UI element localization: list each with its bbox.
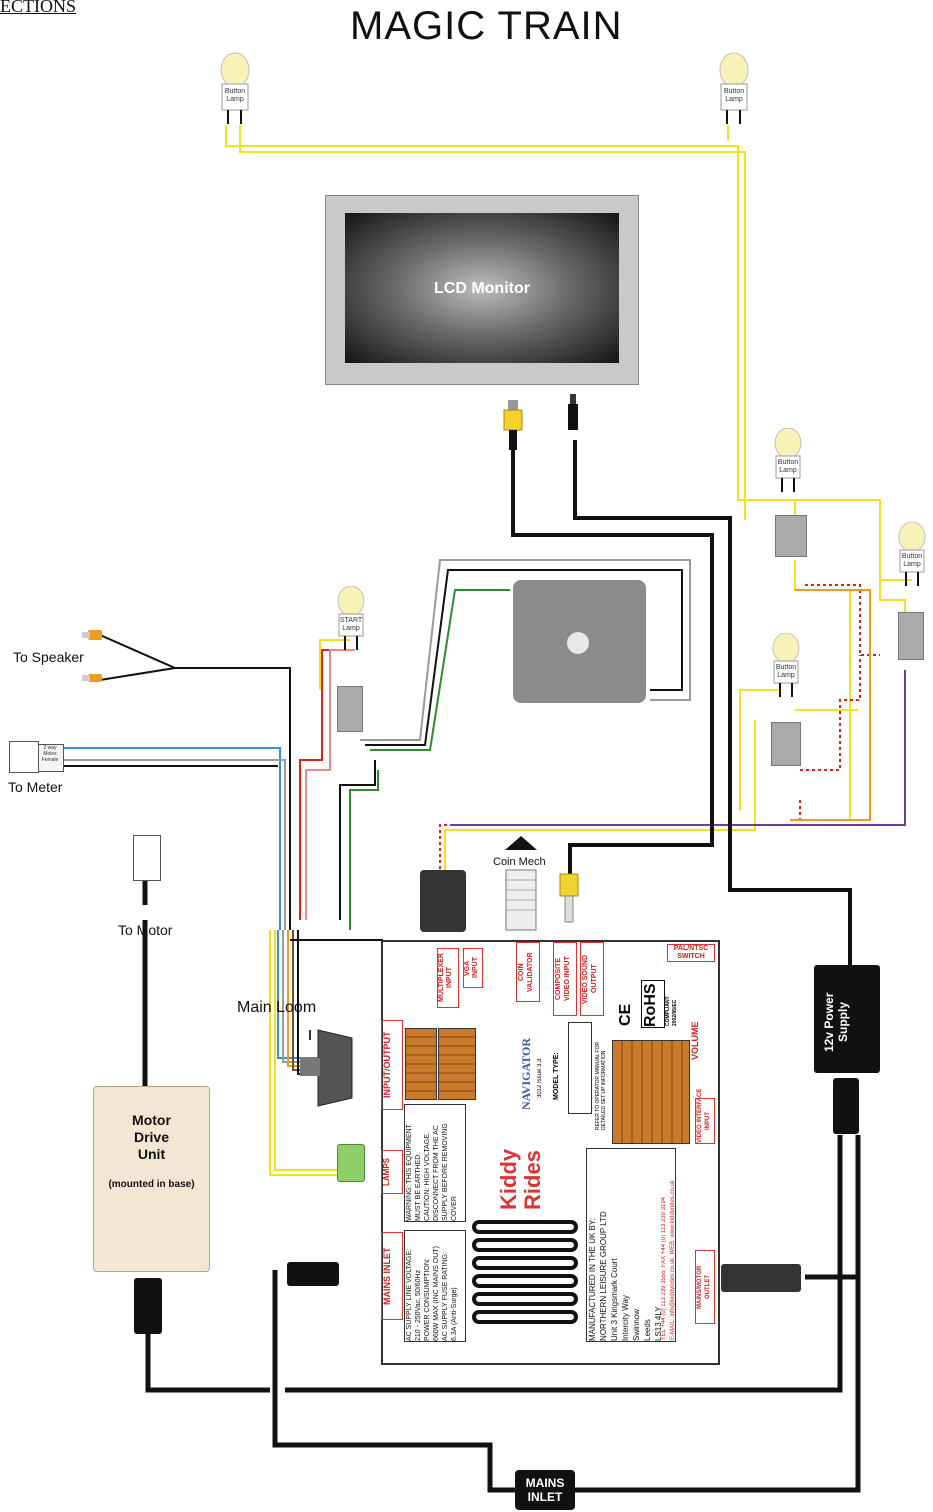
speaker-wires (99, 634, 291, 930)
video-sound-output: VIDEO SOUND OUTPUT (580, 942, 604, 1016)
rohs-mark: RoHS (641, 980, 665, 1028)
motor-connector-icon (133, 835, 161, 881)
model-type-label: MODEL TYPE: (553, 1052, 560, 1100)
diagram-title: MAGIC TRAIN (350, 4, 623, 48)
mains-wires (145, 1135, 861, 1493)
terminal-block-1 (405, 1028, 437, 1100)
button-lamp-3: Button Lamp (773, 427, 803, 494)
video-interface-input: VIDEO INTERFACE INPUT (695, 1089, 715, 1144)
power-supply-label: 12v Power Supply (822, 992, 850, 1052)
ac-specs-text: AC SUPPLY LINE VOLTAGE: 210 - 250Vac, 50… (404, 1230, 466, 1342)
lamp-label: Button Lamp (224, 88, 246, 103)
mains-inlet-label: MAINS INLET (525, 1476, 565, 1504)
start-lamp: START Lamp (336, 585, 366, 652)
button-lamp-2: Button Lamp (718, 52, 750, 126)
navigator-logo: NAVIGATOR (519, 1037, 533, 1110)
to-speaker-label: To Speaker (13, 649, 84, 665)
lamps-header: LAMPS (381, 1150, 403, 1194)
button-lamp-1: Button Lamp (219, 52, 251, 126)
terminal-block-3 (612, 1040, 690, 1144)
orange-purple-wires (450, 589, 906, 826)
motor-drive-title: Motor Drive Unit (132, 1112, 171, 1162)
terminal-block-2 (438, 1028, 476, 1100)
lamp-bulb-icon (220, 52, 250, 124)
lamp-bulb-icon (772, 632, 800, 697)
coin-mech-connector (505, 836, 537, 931)
monitor-connectors (503, 394, 578, 450)
speaker-connectors (82, 630, 102, 682)
spade-terminal-icon (82, 630, 102, 640)
to-motor-label: To Motor (118, 922, 173, 938)
rca-plug-icon (503, 400, 523, 450)
mains-inlet-box (515, 1470, 575, 1510)
dc-plug-icon (568, 394, 578, 430)
mains-motor-outlet: MAINS/MOTOR OUTLET (695, 1250, 715, 1324)
button-switch-2 (898, 612, 924, 660)
iec-plug-psu (833, 1078, 859, 1134)
pal-ntsc-switch: PAL/NTSC SWITCH (667, 944, 715, 962)
model-type-box (568, 1022, 592, 1114)
multiplexer-input: MULTIPLEXER INPUT (437, 948, 459, 1008)
start-wires (299, 559, 691, 930)
navigator-subtitle: 3012 Issue 3.3 (537, 1058, 543, 1098)
rca-plug-icon (559, 873, 579, 923)
main-loom-label: Main Loom (237, 999, 317, 1016)
iec-plug-mains-in (287, 1262, 339, 1286)
lamp-bulb-icon (719, 52, 749, 124)
volume-label: VOLUME (690, 1021, 700, 1060)
lamp-label: Button Lamp (901, 553, 923, 568)
lamp-label: Button Lamp (777, 459, 799, 474)
lamp-label: Button Lamp (775, 664, 797, 679)
kiddy-rides-logo: Kiddy Rides (496, 1148, 545, 1210)
lcd-monitor-screen (345, 213, 619, 363)
d-sub-plug-top (420, 870, 466, 932)
button-lamp-5: Button Lamp (771, 632, 801, 699)
coin-validator-port: COIN VALIDATOR (516, 942, 540, 1002)
meter-connector-housing (38, 744, 64, 772)
lcd-monitor-label: LCD Monitor (434, 280, 530, 297)
refer-manual-note: REFER TO OPERATOR MANUAL FOR DETAILED SE… (595, 1041, 607, 1130)
spade-terminal-icon (82, 674, 102, 682)
lamp-plug-connector (337, 1144, 365, 1182)
button-lamp-4: Button Lamp (897, 521, 927, 588)
arrow-up-icon (505, 836, 537, 850)
coin-mech-label: Coin Mech (493, 856, 546, 868)
meter-wires (60, 747, 286, 930)
button-switch-1 (775, 515, 807, 557)
lamp-bulb-icon (898, 521, 926, 586)
mains-inlet-header: MAINS INLET (381, 1232, 403, 1320)
control-module-knob (567, 632, 589, 654)
lamp-bulb-icon (337, 585, 365, 650)
input-output-header: INPUT/OUTPUT (381, 1020, 403, 1110)
to-meter-label: To Meter (8, 779, 63, 795)
vent-grille (472, 1220, 578, 1324)
red-dotted-wires (439, 584, 880, 870)
vga-input: VGA INPUT (463, 948, 483, 988)
header-fragment: ECTIONS (0, 0, 76, 16)
lamp-label: Button Lamp (723, 88, 745, 103)
iec-plug-mains-out (721, 1264, 801, 1292)
lamp-bulb-icon (774, 427, 802, 492)
meter-connector-label: 2 way Molex Female (41, 745, 59, 763)
meter-connector-plug (9, 741, 39, 773)
power-supply (814, 965, 880, 1073)
warning-text: WARNING: THIS EQUIPMENT MUST BE EARTHED.… (404, 1104, 466, 1222)
motor-drive-unit (93, 1086, 210, 1272)
start-button-switch (337, 686, 363, 732)
black-av-wires (511, 440, 852, 965)
composite-video-input: COMPOSITE VIDEO INPUT (553, 942, 577, 1016)
rohs-subtitle: COMPLIANT 2002/95/EC (665, 996, 678, 1026)
d-sub-connector-icon (300, 1029, 353, 1107)
motor-drive-subtitle: (mounted in base) (108, 1179, 195, 1190)
button-switch-3 (771, 722, 801, 766)
contact-text: TEL +44 (0) 113 239 3555 FAX +44 (0) 113… (661, 1180, 676, 1340)
iec-plug-motor (134, 1278, 162, 1334)
lamp-label: START Lamp (339, 617, 363, 632)
ce-mark: CE (617, 1003, 634, 1026)
